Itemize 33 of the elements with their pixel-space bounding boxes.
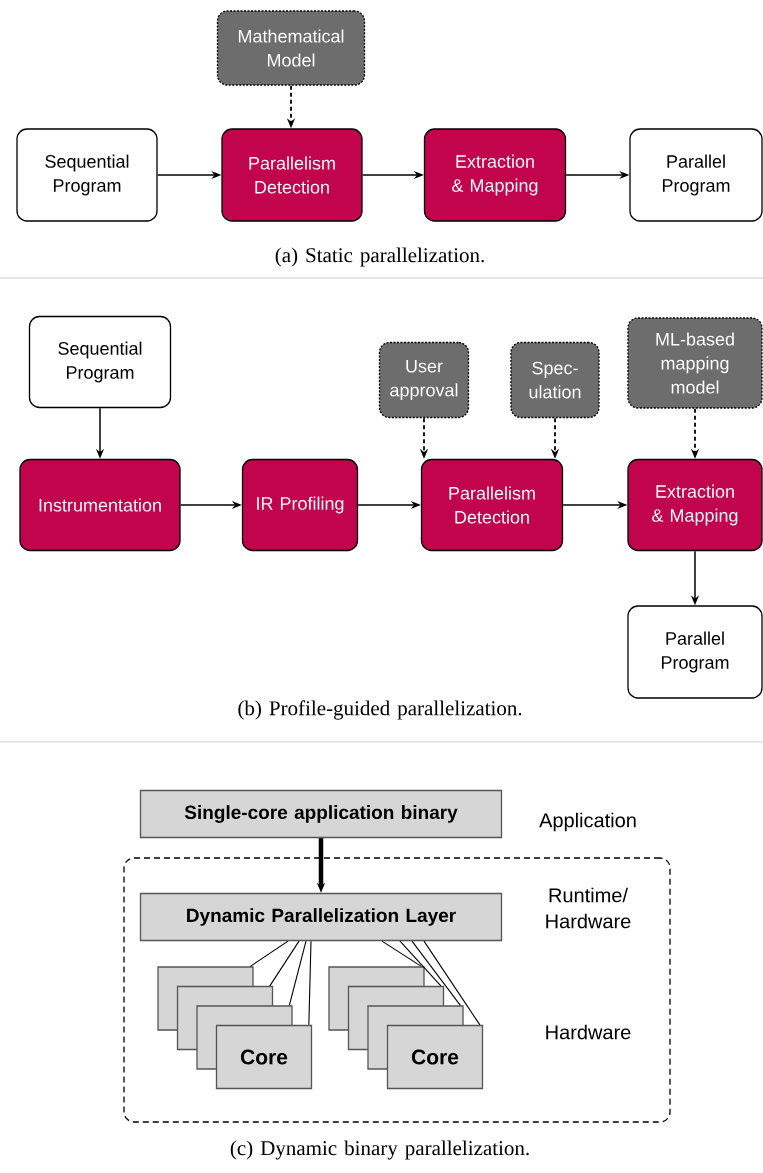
connector-line	[308, 940, 312, 1026]
process-box: Extraction & Mapping	[627, 458, 763, 552]
model-box: Mathematical Model	[216, 10, 366, 86]
process-box: Instrumentation	[19, 458, 181, 552]
program-box: Sequential Program	[16, 128, 158, 222]
connector-line	[288, 940, 307, 1006]
caption: (a) Static parallelization.	[275, 247, 484, 267]
caption: (b) Profile-guided parallelization.	[238, 700, 522, 720]
connector-line	[249, 940, 289, 967]
process-box: Parallelism Detection	[420, 458, 564, 552]
core-box: Core	[215, 1024, 313, 1090]
layer-box: Single-core application binary	[139, 789, 503, 839]
connector-line	[411, 940, 461, 1006]
dashed-region	[123, 857, 671, 1123]
layer-label: Runtime/ Hardware	[546, 887, 631, 929]
process-box: IR Profiling	[241, 458, 359, 552]
core-box: Core	[386, 1024, 484, 1090]
model-box: ML-based mapping model	[627, 317, 763, 409]
layer-label: Hardware	[546, 1024, 631, 1040]
connector-line	[423, 940, 481, 1026]
connector-line	[399, 940, 442, 987]
process-box: Extraction & Mapping	[423, 128, 567, 222]
program-box: Sequential Program	[28, 315, 172, 409]
program-box: Parallel Program	[629, 128, 763, 222]
process-box: Parallelism Detection	[221, 128, 363, 222]
connector-line	[269, 940, 300, 987]
layer-box: Dynamic Parallelization Layer	[139, 892, 503, 942]
layer-label: Application	[539, 812, 636, 832]
connector-line	[381, 940, 422, 967]
model-box: User approval	[378, 341, 470, 419]
program-box: Parallel Program	[627, 605, 763, 699]
model-box: Spec- ulation	[510, 341, 600, 419]
caption: (c) Dynamic binary parallelization.	[230, 1140, 529, 1160]
